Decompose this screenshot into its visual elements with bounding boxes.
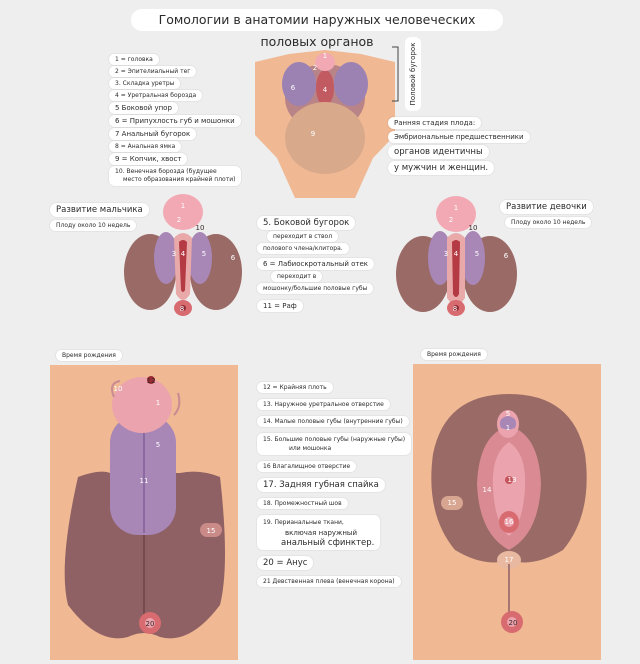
male-label-11: 11: [140, 477, 149, 485]
legend-item-17: 17. Задняя губная спайка: [257, 478, 385, 492]
legend-list: 1 = головка 2 = Эпителиальный тег 3. Скл…: [109, 54, 242, 186]
girl-10-weeks-illustration: 1 2 10 3 4 5 6 8: [396, 196, 517, 316]
raphe-note: 11 = Раф: [257, 300, 303, 312]
legend-item-18: 18. Промежностный шов: [257, 498, 348, 509]
legend-item-1: 1 = головка: [109, 54, 159, 65]
swelling-note-line-3: мошонку/большие половые губы: [257, 283, 374, 294]
boy-label-4: 4: [181, 250, 186, 258]
girl-label-6: 6: [504, 252, 509, 260]
birth-female-label: Время рождения: [421, 349, 487, 360]
early-stage-note: Ранняя стадия плода: Эмбриональные предш…: [388, 117, 530, 175]
boy-label-5: 5: [202, 250, 206, 258]
boy-label-2: 2: [177, 216, 181, 224]
legend-item-10-line-1: 10. Венечная борозда (будущее: [115, 168, 217, 175]
legend-item-5: 5 Боковой упор: [109, 102, 178, 114]
boy-label-1: 1: [181, 202, 185, 210]
early-label-1: 1: [323, 52, 327, 60]
tubercle-note-line-3: полового члена/клитора.: [257, 243, 349, 254]
girl-label-4: 4: [454, 250, 459, 258]
birth-female-illustration: 5 1 13 14 15 16 17 20: [431, 394, 587, 633]
female-label-14: 14: [483, 486, 492, 494]
girl-label-8: 8: [453, 305, 457, 313]
legend-item-8: 8 = Анальная ямка: [109, 141, 182, 152]
girl-label-5: 5: [475, 250, 479, 258]
early-note-line-3: органов идентичны: [388, 145, 489, 159]
birth-male-illustration: 12 10 1 5 11 15 20: [64, 376, 226, 639]
early-label-6: 6: [291, 84, 296, 92]
legend-item-15: 15. Большие половые губы (наружные губы)…: [257, 433, 412, 455]
early-note-line-2: Эмбриональные предшественники: [388, 131, 530, 143]
female-label-13: 13: [508, 476, 517, 484]
birth-male-label: Время рождения: [56, 350, 122, 361]
female-label-17: 17: [505, 556, 514, 564]
legend-item-19-line-2: включая наружный: [285, 529, 357, 537]
girl-development-age: Плоду около 10 недель: [505, 217, 592, 228]
legend-item-15-line-2: или мошонка: [289, 445, 332, 452]
legend-item-9: 9 = Копчик, хвост: [109, 153, 188, 165]
swelling-note: 6 = Лабиоскротальный отек переходит в мо…: [257, 258, 375, 294]
swelling-note-line-2: переходит в: [271, 271, 323, 282]
female-label-1: 1: [506, 424, 510, 432]
male-label-10: 10: [114, 385, 123, 393]
legend-item-13: 13. Наружное уретральное отверстие: [257, 399, 390, 410]
boy-development-title: Развитие мальчика: [50, 203, 149, 217]
legend-item-19-line-3: анальный сфинктер.: [281, 538, 375, 548]
legend-item-4: 4 = Уретральная борозда: [109, 90, 203, 101]
legend-item-19: 19. Перианальные ткани, включая наружный…: [257, 515, 381, 550]
page-title: Гомологии в анатомии наружных человеческ…: [131, 9, 503, 49]
birth-legend-list: 12 = Крайняя плоть 13. Наружное уретраль…: [257, 382, 412, 587]
male-label-15: 15: [207, 527, 216, 535]
tubercle-note: 5. Боковой бугорок переходит в ствол пол…: [257, 216, 356, 254]
legend-item-10: 10. Венечная борозда (будущее место обра…: [109, 166, 242, 186]
early-label-4: 4: [323, 86, 328, 94]
girl-label-1: 1: [454, 204, 458, 212]
boy-label-3: 3: [172, 250, 176, 258]
boy-development-caption: Развитие мальчика Плоду около 10 недель: [50, 203, 149, 231]
girl-label-2: 2: [449, 216, 453, 224]
female-label-16: 16: [505, 518, 514, 526]
girl-development-caption: Развитие девочки Плоду около 10 недель: [500, 200, 593, 228]
early-stage-illustration: 1 2 4 6 9: [255, 50, 395, 198]
early-note-line-4: у мужчин и женщин.: [388, 161, 495, 175]
legend-item-2: 2 = Эпителиальный тег: [109, 66, 197, 77]
boy-label-10: 10: [196, 224, 205, 232]
legend-item-10-line-2: место образования крайней плоти): [123, 176, 236, 183]
male-label-5: 5: [156, 441, 160, 449]
legend-item-19-line-1: 19. Перианальные ткани,: [263, 519, 344, 526]
girl-development-title: Развитие девочки: [500, 200, 593, 214]
early-note-line-1: Ранняя стадия плода:: [388, 117, 482, 129]
female-label-20: 20: [509, 619, 518, 627]
legend-item-15-line-1: 15. Большие половые губы (наружные губы): [263, 436, 406, 443]
genital-tubercle-label: Половой бугорок: [405, 37, 421, 111]
tubercle-bracket: [392, 46, 399, 102]
legend-item-6: 6 = Припухлость губ и мошонки: [109, 115, 241, 127]
male-label-20: 20: [146, 620, 155, 628]
girl-label-3: 3: [444, 250, 448, 258]
early-label-2: 2: [313, 64, 317, 72]
legend-item-12: 12 = Крайняя плоть: [257, 382, 333, 393]
boy-10-weeks-illustration: 1 2 10 3 4 5 6 8: [124, 194, 242, 316]
boy-label-6: 6: [231, 254, 236, 262]
legend-item-3: 3. Складка уретры: [109, 78, 181, 89]
female-label-5: 5: [506, 410, 510, 418]
boy-development-age: Плоду около 10 недель: [50, 220, 137, 231]
legend-item-21: 21 Девственная плева (венечная корона): [257, 576, 401, 587]
swelling-note-line-1: 6 = Лабиоскротальный отек: [257, 258, 375, 270]
legend-item-20: 20 = Анус: [257, 556, 314, 570]
tubercle-note-line-1: 5. Боковой бугорок: [257, 216, 356, 230]
female-label-15: 15: [448, 499, 457, 507]
legend-item-14: 14. Малые половые губы (внутренние губы): [257, 416, 409, 427]
tubercle-note-line-2: переходит в ствол: [267, 231, 339, 242]
boy-label-8: 8: [180, 305, 184, 313]
male-label-12: 12: [147, 377, 156, 385]
legend-item-16: 16 Влагалищное отверстие: [257, 461, 357, 472]
girl-label-10: 10: [469, 224, 478, 232]
early-label-9: 9: [311, 130, 315, 138]
legend-item-7: 7 Анальный бугорок: [109, 128, 197, 140]
male-label-1: 1: [156, 399, 160, 407]
